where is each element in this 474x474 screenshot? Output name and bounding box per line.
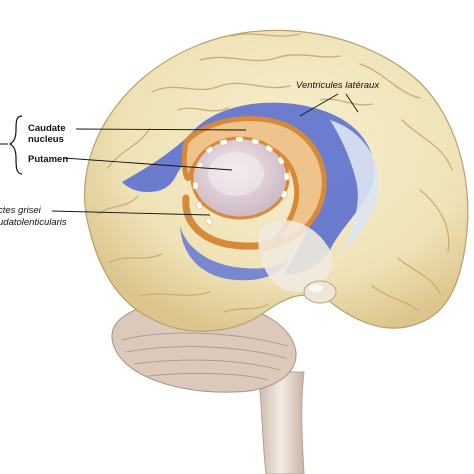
caudate-leader: [75, 128, 247, 131]
fasciculi-leader: [51, 210, 211, 216]
thalamus-region: [258, 220, 333, 293]
label-lateral-ventricles: Ventricules latéraux: [296, 80, 380, 91]
leader-lines: [51, 93, 359, 216]
ventricle-glow: [330, 120, 379, 256]
grey-bridges: [192, 136, 290, 226]
label-fasciculi-line2: udatolenticularis: [0, 217, 67, 228]
label-caudate-line2: nucleus: [28, 134, 64, 145]
label-brace: [8, 115, 23, 175]
ventricle-leader-2: [345, 93, 359, 113]
putamen-core: [208, 152, 264, 196]
cerebellum-folia: [121, 332, 289, 381]
brainstem: [257, 371, 305, 474]
label-caudate-line1: Caudate: [28, 123, 66, 134]
pituitary: [303, 280, 337, 304]
label-fasciculi-line1: ctes grisei: [0, 205, 41, 216]
label-putamen: Putamen: [28, 154, 69, 165]
pituitary-highlight: [309, 284, 323, 292]
ventricle-leader-1: [299, 93, 339, 117]
putamen-leader: [63, 157, 233, 171]
gyri-texture: [97, 33, 453, 313]
ventricle-inferior-horn: [180, 226, 290, 281]
